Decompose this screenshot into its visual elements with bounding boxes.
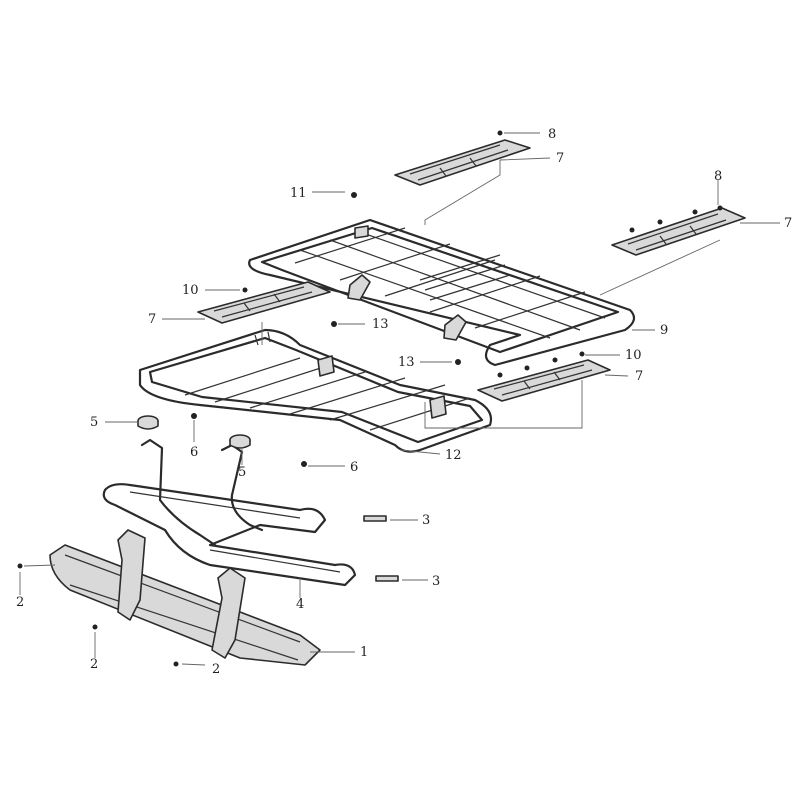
callout-3: 3 bbox=[422, 513, 430, 528]
callout-5: 5 bbox=[90, 415, 98, 430]
callout-7: 7 bbox=[556, 151, 564, 166]
callout-5: 5 bbox=[238, 465, 246, 480]
callout-7: 7 bbox=[635, 369, 643, 384]
rear-rack bbox=[248, 218, 636, 367]
callout-7: 7 bbox=[148, 312, 156, 327]
callout-3: 3 bbox=[432, 574, 440, 589]
fasteners bbox=[17, 130, 723, 667]
pad-lower-right bbox=[477, 359, 611, 402]
pad-top bbox=[394, 139, 531, 186]
callout-7: 7 bbox=[784, 216, 792, 231]
callout-10: 10 bbox=[182, 283, 199, 298]
callout-10: 10 bbox=[625, 348, 642, 363]
bumper bbox=[49, 529, 321, 666]
callout-11: 11 bbox=[290, 186, 307, 201]
leader-lines bbox=[19, 132, 780, 666]
pad-right bbox=[611, 207, 746, 256]
pad-left bbox=[197, 281, 331, 324]
callout-12: 12 bbox=[445, 448, 462, 463]
callout-2: 2 bbox=[90, 657, 98, 672]
callout-8: 8 bbox=[548, 127, 556, 142]
caps bbox=[137, 415, 251, 449]
callout-6: 6 bbox=[350, 460, 358, 475]
callout-4: 4 bbox=[296, 597, 304, 612]
front-rack bbox=[138, 328, 493, 453]
callout-9: 9 bbox=[660, 323, 668, 338]
callout-13: 13 bbox=[398, 355, 415, 370]
callout-6: 6 bbox=[190, 445, 198, 460]
callout-8: 8 bbox=[714, 169, 722, 184]
callouts: 8 7 11 8 7 10 7 13 9 13 10 7 5 6 5 6 12 … bbox=[16, 127, 792, 677]
callout-2: 2 bbox=[16, 595, 24, 610]
bumper-frame bbox=[102, 438, 357, 587]
callout-13: 13 bbox=[372, 317, 389, 332]
callout-2: 2 bbox=[212, 662, 220, 677]
callout-1: 1 bbox=[360, 645, 368, 660]
